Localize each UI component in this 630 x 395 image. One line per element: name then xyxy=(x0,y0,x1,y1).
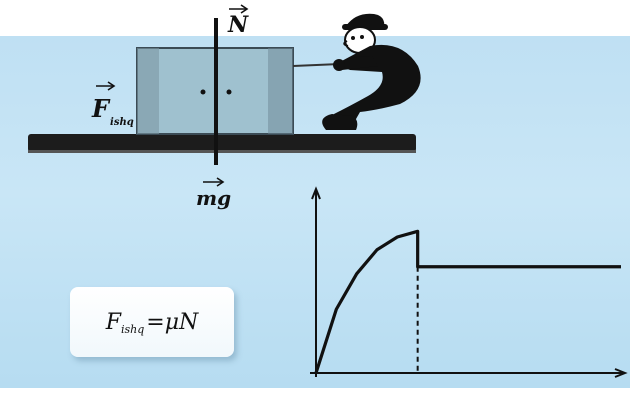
arrow-over-f xyxy=(96,82,114,90)
floor-surface xyxy=(28,134,416,152)
block-shade-right xyxy=(268,48,293,134)
formula-lhs-sub: ishq xyxy=(121,323,144,336)
center-dot-left xyxy=(201,90,206,95)
formula-lhs-main: F xyxy=(106,310,121,335)
normal-force-label: N xyxy=(228,12,248,38)
gravity-label: mg xyxy=(196,186,231,210)
friction-force-label: Fishq xyxy=(92,94,133,123)
block-shade xyxy=(137,48,159,134)
floor-edge xyxy=(28,150,416,153)
center-dot-right xyxy=(227,90,232,95)
rope xyxy=(293,64,340,66)
friction-graph xyxy=(310,189,625,377)
person-figure xyxy=(322,14,420,130)
arrow-over-mg xyxy=(203,178,223,186)
friction-curve xyxy=(316,231,621,373)
formula-rhs: =μN xyxy=(146,310,198,335)
